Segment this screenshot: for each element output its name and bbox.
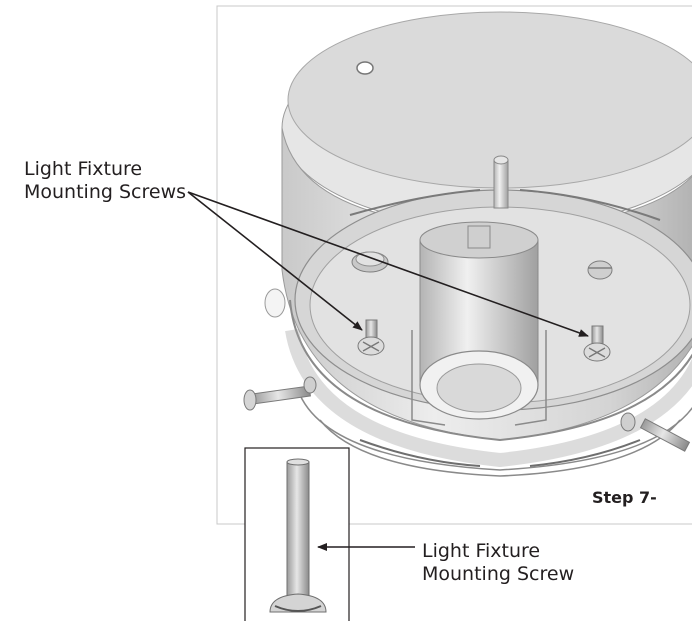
callout-top-line1: Light Fixture (24, 158, 143, 180)
side-bolt-right (620, 412, 691, 452)
side-bolt-left (243, 376, 317, 411)
step-frame (216, 5, 692, 525)
center-pin (493, 155, 509, 209)
callout-top-line2: Mounting Screws (24, 181, 187, 203)
socket-cup (351, 251, 389, 273)
side-knob-left (264, 288, 286, 318)
mounting-screw-right (583, 325, 611, 362)
callout-arrows-top (187, 191, 589, 337)
callout-bottom-line2: Mounting Screw (422, 563, 575, 585)
callout-bottom-line1: Light Fixture (422, 540, 541, 562)
step-label: Step 7- (592, 488, 657, 507)
screw-inset-box (244, 447, 350, 621)
wing-nut (587, 260, 613, 280)
mounting-screw-left (357, 319, 385, 356)
callout-mounting-screws: Light Fixture Mounting Screws (24, 158, 186, 204)
callout-mounting-screw: Light Fixture Mounting Screw (422, 540, 574, 586)
center-tube (411, 221, 547, 426)
